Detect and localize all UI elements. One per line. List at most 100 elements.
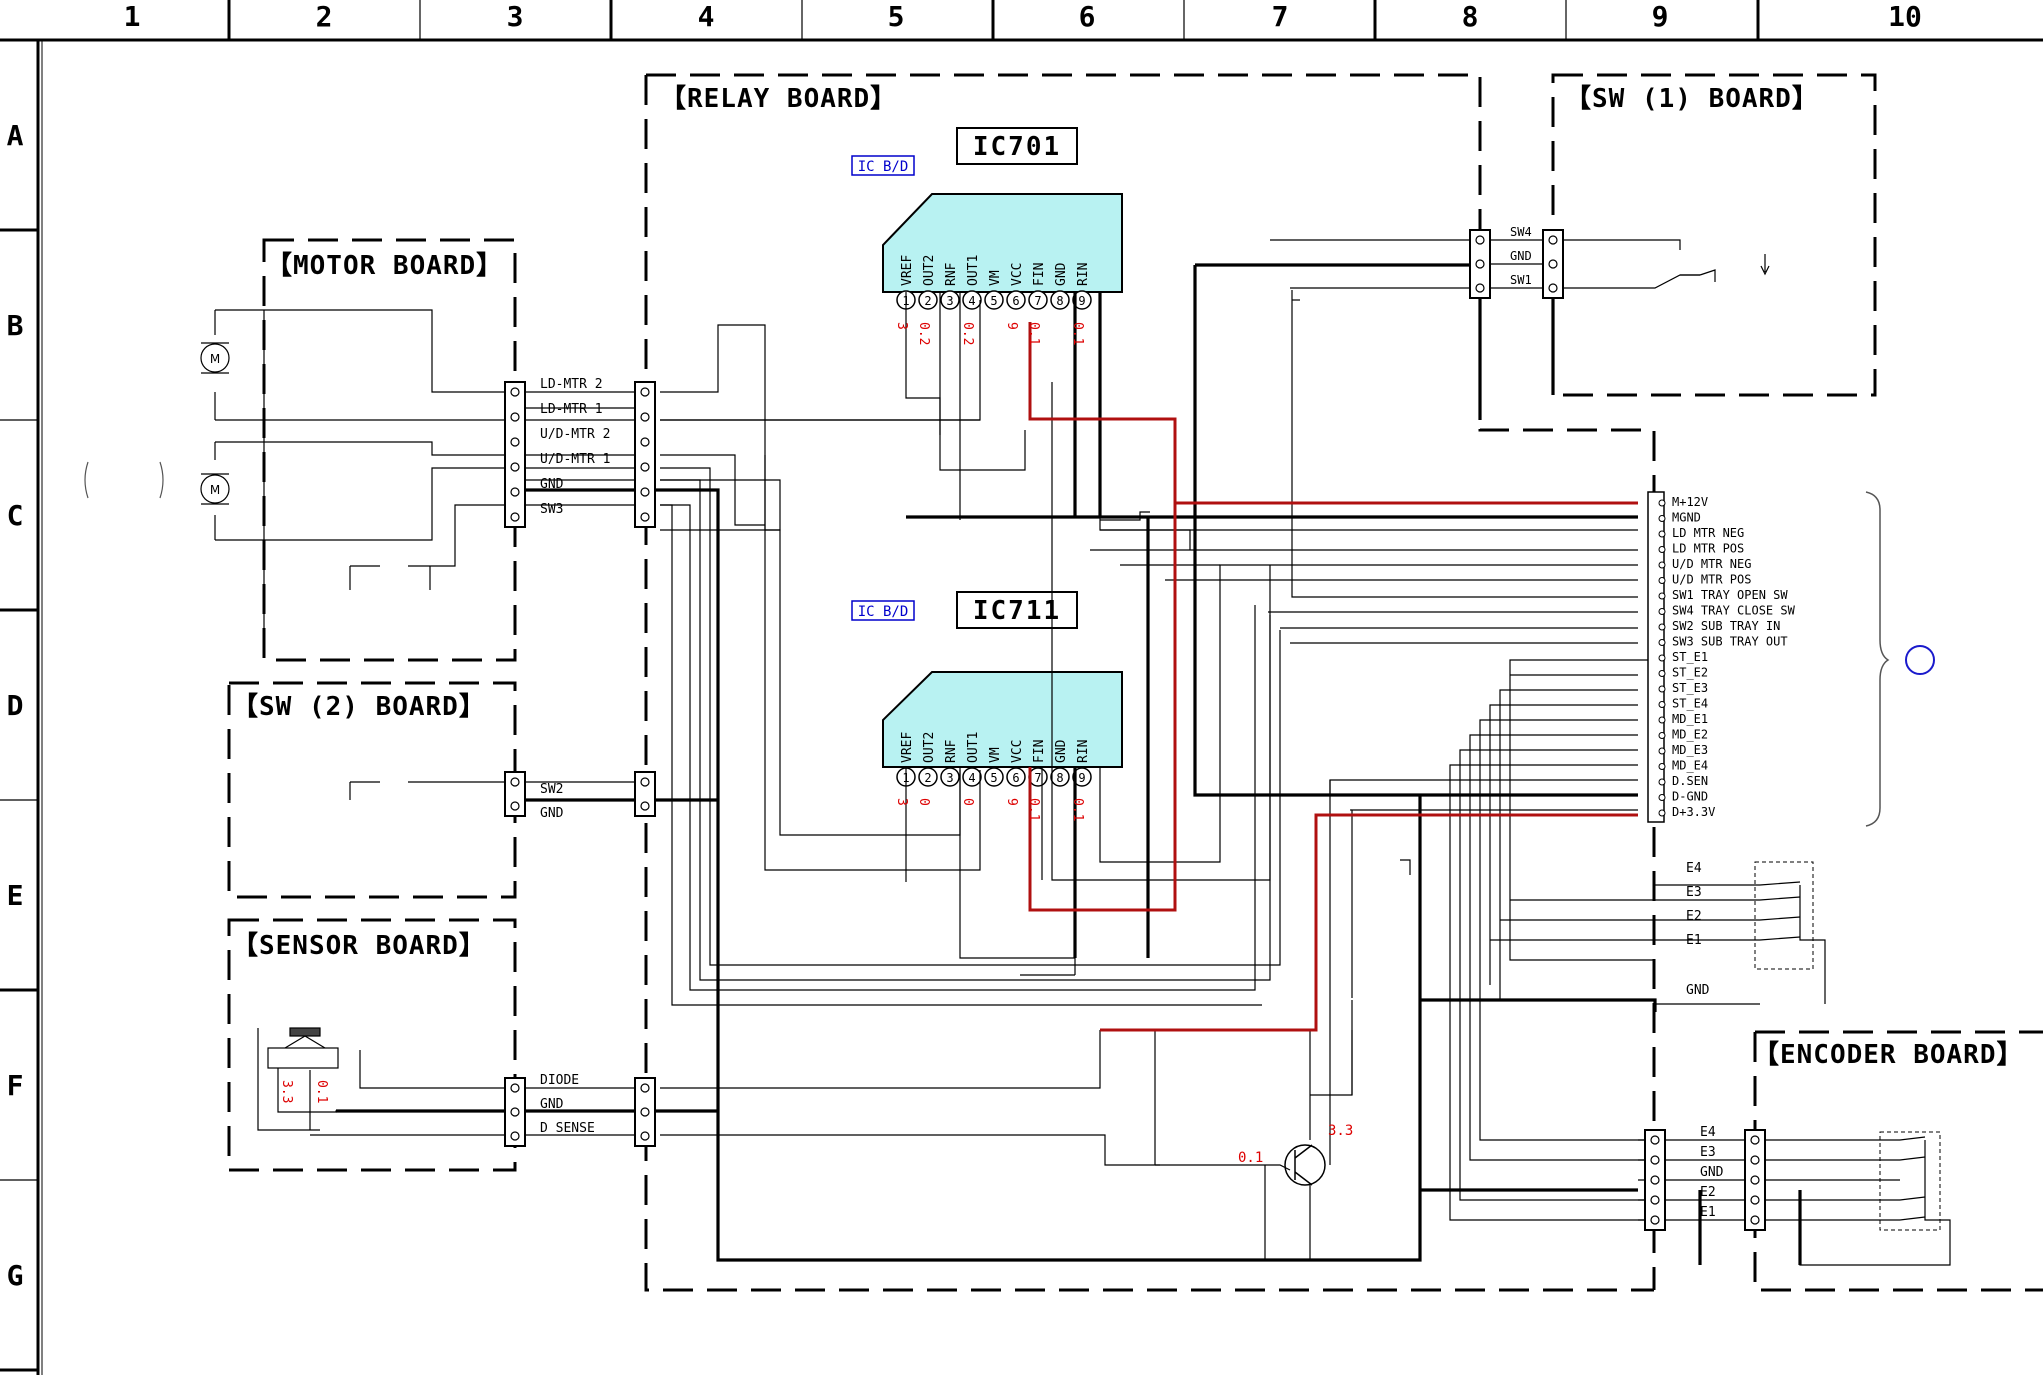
- encoder-connector-label: GND: [1700, 1165, 1724, 1180]
- main-connector-label: SW3 SUB TRAY OUT: [1672, 635, 1788, 649]
- connector-pin: [1658, 592, 1666, 600]
- ic-pin-number: 4: [968, 771, 975, 785]
- ic711-block: IC711 IC B/D: [851, 591, 1123, 768]
- main-connector-label: MGND: [1672, 511, 1701, 525]
- connector-pin: [510, 462, 520, 472]
- connector-pin: [510, 777, 520, 787]
- main-connector-label: MD_E4: [1672, 759, 1708, 773]
- ic-pin: [962, 290, 982, 310]
- ic701-name: IC701: [973, 132, 1061, 162]
- main-connector-label: ST_E3: [1672, 681, 1708, 695]
- ic-pin: [984, 290, 1004, 310]
- ic701-pin-voltage: 0.1: [1070, 322, 1085, 345]
- connector-pin: [640, 487, 650, 497]
- ic-pin-number: 4: [968, 294, 975, 308]
- motor-1-symbol: M: [200, 342, 230, 374]
- connector-pin: [1658, 685, 1666, 693]
- ic711-pin-voltage: 0.1: [1070, 798, 1085, 821]
- motor-connector-label: U/D-MTR 1: [540, 452, 610, 467]
- connector-pin: [640, 801, 650, 811]
- column-label: 5: [888, 0, 905, 33]
- sensor-voltage: 0.1: [314, 1080, 329, 1103]
- sw2-board-title: 【SW (2) BOARD】: [232, 692, 486, 722]
- ic-pin-name: VREF: [900, 732, 915, 763]
- connector-pin: [1658, 794, 1666, 801]
- ic-pin-number: 7: [1034, 771, 1041, 785]
- ic-pin-name: RNF: [944, 739, 959, 763]
- transistor-voltage-base: 0.1: [1238, 1150, 1263, 1166]
- connector-pin: [640, 512, 650, 522]
- ic-pin: [918, 767, 938, 787]
- ic701-pin-voltage: 0.2: [960, 322, 975, 345]
- connector-pin: [640, 462, 650, 472]
- row-label: E: [7, 879, 24, 912]
- ic711-body: [882, 671, 1123, 768]
- connector-pin: [1658, 670, 1666, 677]
- connector-pin: [1650, 1175, 1660, 1185]
- connector-pin: [1658, 778, 1666, 786]
- ic-pin: [1050, 767, 1070, 787]
- motor-connector-label: LD-MTR 1: [540, 402, 603, 417]
- ic711-tag: IC B/D: [858, 604, 909, 620]
- ic-pin-number: 3: [946, 294, 953, 308]
- column-label: 10: [1888, 0, 1922, 33]
- ic-pin-name: FIN: [1032, 263, 1047, 286]
- ic711-pin-voltage: 0.1: [1026, 798, 1041, 821]
- main-connector-label: SW4 TRAY CLOSE SW: [1672, 604, 1796, 618]
- connector-pin: [640, 1083, 650, 1093]
- encoder-board-outline: [1753, 1030, 2043, 1292]
- ic-pin-name: FIN: [1032, 740, 1047, 763]
- main-connector-label: ST_E4: [1672, 697, 1708, 711]
- main-connector-label: SW2 SUB TRAY IN: [1672, 619, 1780, 633]
- transistor-symbol: [1284, 1144, 1326, 1186]
- connector-pin: [1548, 259, 1558, 269]
- connector-pin: [1650, 1155, 1660, 1165]
- ic-pin-name: OUT2: [922, 255, 937, 286]
- connector-pin: [640, 437, 650, 447]
- connector-pin: [640, 1107, 650, 1117]
- ic-pin: [1050, 290, 1070, 310]
- encoder-connector-label: E4: [1700, 1125, 1716, 1140]
- main-connector-label: MD_E3: [1672, 743, 1708, 757]
- bundle-brace: [1865, 491, 1890, 827]
- ic711-name: IC711: [973, 596, 1061, 626]
- motor-connector-left: [504, 381, 526, 528]
- main-connector-label: M+12V: [1672, 495, 1708, 509]
- connector-pin: [640, 387, 650, 397]
- connector-pin: [1750, 1155, 1760, 1165]
- connector-pin: [1658, 639, 1666, 646]
- row-label: F: [7, 1069, 24, 1102]
- connector-pin: [1475, 235, 1485, 245]
- connector-pin: [510, 1131, 520, 1141]
- main-connector-label: U/D MTR POS: [1672, 573, 1751, 587]
- row-label: D: [7, 689, 24, 722]
- main-connector-label: LD MTR POS: [1672, 542, 1744, 556]
- column-label: 9: [1652, 0, 1669, 33]
- encoder-gnd-label: GND: [1686, 983, 1710, 998]
- ic-pin-name: OUT1: [966, 255, 981, 286]
- row-label: G: [7, 1259, 24, 1292]
- ic-pin-name: VCC: [1010, 740, 1025, 763]
- connector-pin: [510, 387, 520, 397]
- ic-pin-number: 9: [1078, 294, 1085, 308]
- motor-board-outline: [262, 238, 517, 662]
- ic701-pin-voltage: 0.2: [916, 322, 931, 345]
- row-label: C: [7, 499, 24, 532]
- connector-pin: [1658, 701, 1666, 708]
- ic-pin-name: VCC: [1010, 263, 1025, 286]
- ic-pin-number: 6: [1012, 294, 1019, 308]
- connector-pin: [1650, 1135, 1660, 1145]
- sw2-board-outline: [227, 681, 517, 899]
- ic-pin: [940, 767, 960, 787]
- main-connector-label: D.SEN: [1672, 774, 1708, 788]
- ic711-pin-voltage: 0: [960, 798, 975, 806]
- ic-pin-name: VM: [988, 747, 1003, 763]
- encoder-switch-label: E1: [1686, 933, 1702, 948]
- sensor-connector-label: DIODE: [540, 1073, 579, 1088]
- encoder-board-title: 【ENCODER BOARD】: [1753, 1040, 2024, 1070]
- connector-pin: [1750, 1215, 1760, 1225]
- ic-pin-number: 8: [1056, 294, 1063, 308]
- relay-board-outline: [644, 73, 1656, 1292]
- ic-pin: [1006, 290, 1026, 310]
